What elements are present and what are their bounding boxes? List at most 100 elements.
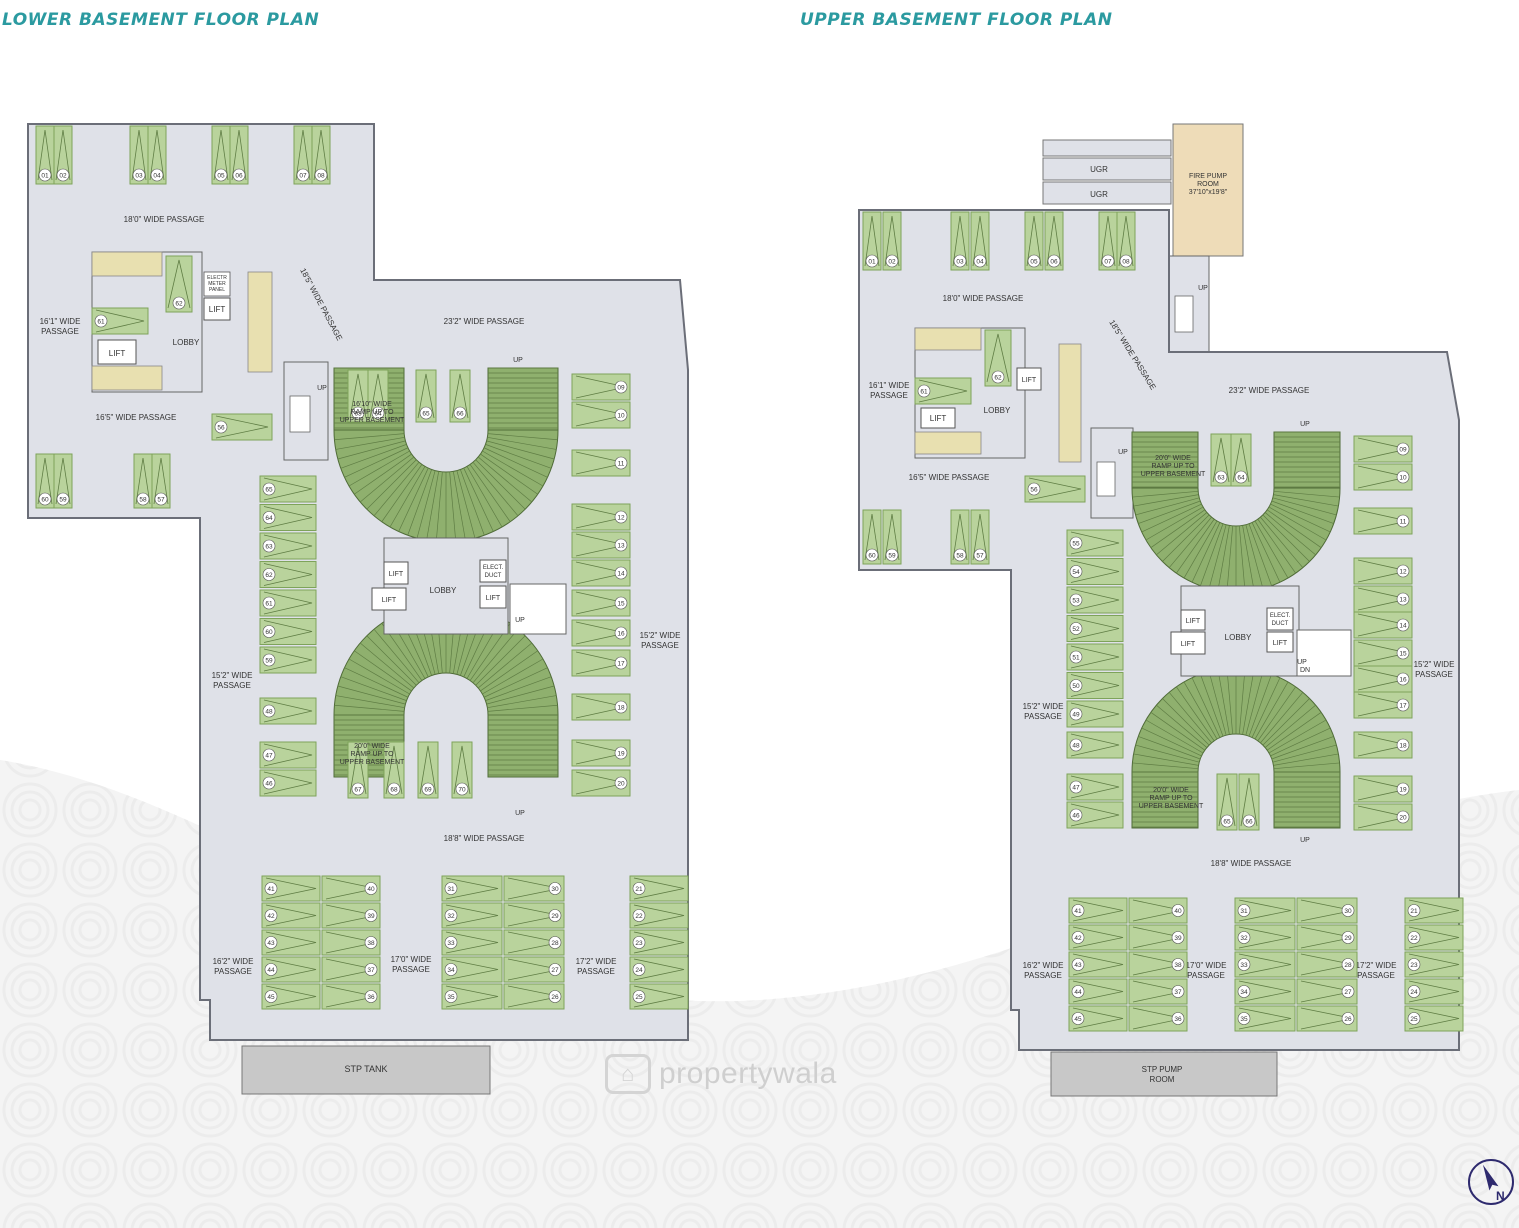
ramp-stripe bbox=[1268, 506, 1327, 541]
parking-slot-number: 20 bbox=[1399, 815, 1407, 822]
upper-passage-s1-a: 16'2" WIDE bbox=[1023, 961, 1064, 970]
ramp-stripe bbox=[1191, 522, 1221, 583]
ramp-stripe bbox=[452, 471, 466, 541]
parking-slot-number: 57 bbox=[976, 553, 984, 560]
parking-slot: 06 bbox=[229, 125, 249, 185]
parking-slot-number: 61 bbox=[265, 601, 273, 608]
parking-slot-number: 60 bbox=[868, 553, 876, 560]
ramp-stripe bbox=[381, 464, 423, 522]
parking-slot-number: 29 bbox=[1344, 935, 1352, 942]
ramp-stripe bbox=[486, 440, 555, 460]
parking-slot: 46 bbox=[1066, 801, 1124, 829]
upper-ramp-top-label-a: 20'0" WIDE bbox=[1155, 455, 1191, 462]
parking-slot: 56 bbox=[1024, 475, 1086, 503]
ramp-stripe bbox=[1150, 712, 1206, 751]
upper-central-lift-3-label: LIFT bbox=[1273, 640, 1288, 647]
upper-passage-east-b: PASSAGE bbox=[1415, 670, 1453, 679]
lower-elec-label-a: ELECT. bbox=[483, 565, 504, 571]
parking-slot: 18 bbox=[1353, 731, 1413, 759]
parking-slot: 15 bbox=[1353, 639, 1413, 667]
ramp-stripe bbox=[480, 453, 538, 495]
parking-slot: 60 bbox=[35, 453, 55, 509]
ramp-stripe bbox=[1270, 727, 1331, 757]
lower-passage-s2-b: PASSAGE bbox=[392, 965, 430, 974]
parking-slot: 18 bbox=[571, 693, 631, 721]
parking-slot-number: 65 bbox=[265, 487, 273, 494]
parking-slot-number: 45 bbox=[1074, 1016, 1082, 1023]
parking-slot-number: 16 bbox=[617, 631, 625, 638]
ramp-stripe bbox=[373, 461, 420, 517]
watermark-logo-icon: ⌂ bbox=[605, 1054, 651, 1094]
parking-slot: 23 bbox=[629, 929, 689, 956]
parking-slot: 39 bbox=[1128, 924, 1188, 951]
parking-slot: 65 bbox=[415, 369, 437, 423]
ramp-stripe bbox=[354, 453, 412, 495]
parking-slot-number: 14 bbox=[1399, 623, 1407, 630]
lower-central-lift-2-label: LIFT bbox=[382, 597, 397, 604]
watermark-text: propertywala bbox=[659, 1057, 837, 1090]
ramp-stripe bbox=[1132, 762, 1199, 770]
parking-slot-number: 15 bbox=[1399, 651, 1407, 658]
parking-slot: 47 bbox=[1066, 773, 1124, 801]
ramp-stripe bbox=[1238, 525, 1246, 592]
parking-slot-number: 58 bbox=[956, 553, 964, 560]
parking-slot: 30 bbox=[503, 875, 565, 902]
upper-central-lift-1 bbox=[1180, 609, 1206, 631]
parking-slot: 16 bbox=[1353, 665, 1413, 693]
upper-ramp-top-label-b: RAMP UP TO bbox=[1151, 463, 1195, 470]
ramp-stripe bbox=[1208, 524, 1227, 589]
parking-slot: 45 bbox=[1068, 1005, 1128, 1032]
ramp-stripe bbox=[1135, 744, 1200, 763]
compass-letter: N bbox=[1496, 1189, 1505, 1203]
parking-slot: 20 bbox=[1353, 803, 1413, 831]
parking-slot-number: 08 bbox=[317, 173, 325, 180]
ramp-stripe bbox=[482, 658, 544, 695]
parking-slot-number: 66 bbox=[456, 411, 464, 418]
parking-slot: 09 bbox=[571, 373, 631, 401]
parking-slot-number: 01 bbox=[868, 259, 876, 266]
parking-slot: 62 bbox=[984, 329, 1012, 387]
parking-slot-number: 63 bbox=[354, 411, 362, 418]
parking-slot-number: 40 bbox=[367, 886, 375, 893]
parking-slot-number: 21 bbox=[635, 886, 643, 893]
parking-slot: 60 bbox=[259, 618, 317, 645]
ramp-stripe bbox=[475, 635, 526, 686]
parking-slot: 09 bbox=[1353, 435, 1413, 463]
parking-slot-number: 49 bbox=[1072, 712, 1080, 719]
parking-slot: 42 bbox=[1068, 924, 1128, 951]
parking-slot: 68 bbox=[383, 741, 405, 799]
lower-central-lift-3-label: LIFT bbox=[486, 595, 501, 602]
parking-slot: 02 bbox=[882, 211, 902, 271]
lower-meter-panel bbox=[203, 271, 231, 297]
parking-slot-number: 41 bbox=[267, 886, 275, 893]
lower-ramp-top-label-a: 16'10" WIDE bbox=[352, 401, 392, 408]
ramp-stripe bbox=[1273, 753, 1339, 766]
upper-central-lobby bbox=[1180, 585, 1300, 677]
ramp-stripe bbox=[359, 642, 415, 689]
parking-slot: 19 bbox=[571, 739, 631, 767]
parking-slot-number: 38 bbox=[367, 940, 375, 947]
parking-slot: 64 bbox=[1230, 433, 1252, 487]
ramp-stripe bbox=[480, 650, 538, 692]
parking-slot-number: 33 bbox=[1240, 962, 1248, 969]
parking-slot: 04 bbox=[147, 125, 167, 185]
lower-lift-1-label: LIFT bbox=[109, 349, 126, 358]
parking-slot: 22 bbox=[629, 902, 689, 929]
parking-slot: 55 bbox=[1066, 529, 1124, 557]
ramp-stripe bbox=[335, 695, 405, 709]
upper-central-lobby-label: LOBBY bbox=[1225, 633, 1252, 642]
parking-slot: 53 bbox=[1066, 586, 1124, 614]
ramp-stripe bbox=[1176, 518, 1215, 574]
parking-slot: 26 bbox=[503, 983, 565, 1010]
parking-slot: 56 bbox=[211, 413, 273, 441]
ramp-stripe bbox=[426, 471, 440, 541]
upper-passage-west-b: PASSAGE bbox=[1024, 712, 1062, 721]
ramp-stripe bbox=[487, 436, 557, 450]
ramp-stripe bbox=[456, 470, 476, 539]
parking-slot: 63 bbox=[259, 532, 317, 560]
parking-slot-number: 21 bbox=[1410, 908, 1418, 915]
parking-slot-number: 56 bbox=[217, 425, 225, 432]
